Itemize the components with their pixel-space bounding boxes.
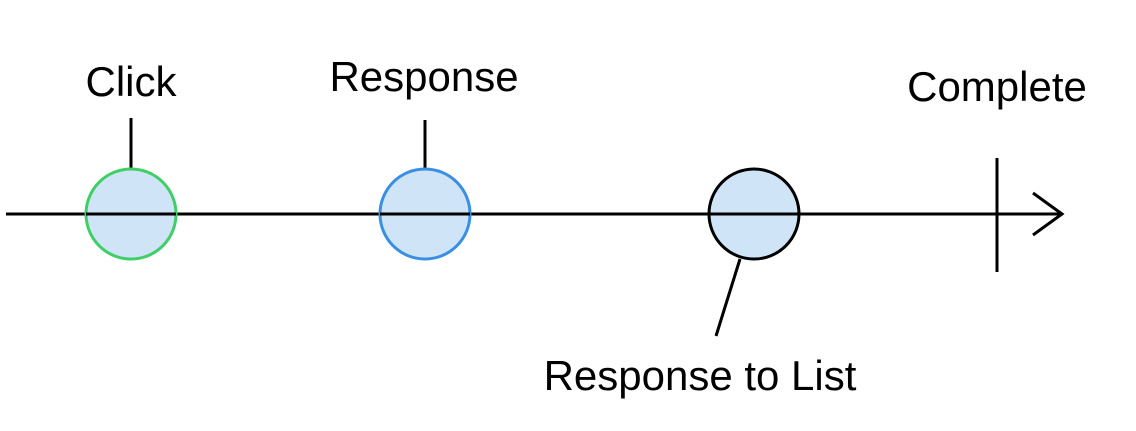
timeline-arrowhead (1032, 191, 1065, 237)
response-label: Response (329, 53, 518, 100)
click-label: Click (86, 58, 178, 105)
response-to-list-connector (714, 258, 742, 337)
complete-label: Complete (907, 63, 1087, 110)
response-to-list-label: Response to List (544, 352, 857, 399)
